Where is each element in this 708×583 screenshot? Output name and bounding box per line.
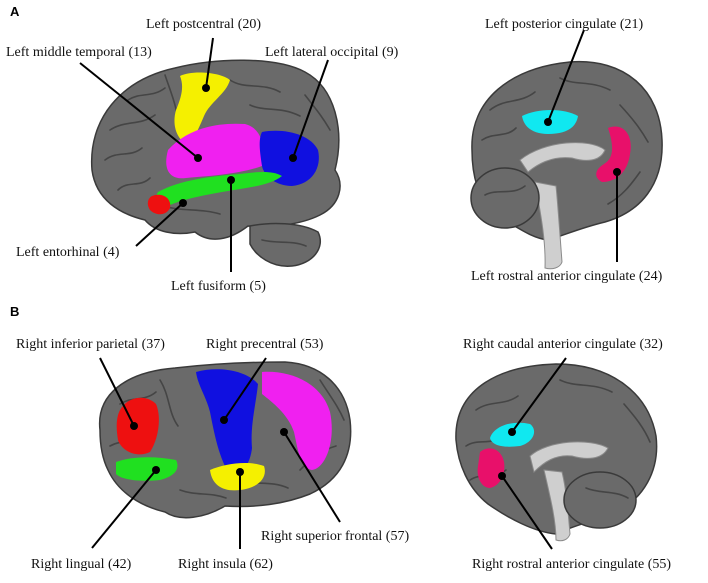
label-right-caudal-anterior-cingulate: Right caudal anterior cingulate (32) — [463, 337, 663, 352]
leader-left-entorhinal — [135, 202, 184, 247]
marker-right-caudal-anterior-cingulate — [508, 428, 516, 436]
leader-right-lingual — [91, 469, 157, 549]
marker-left-middle-temporal — [194, 154, 202, 162]
leader-left-lateral-occipital — [292, 59, 329, 159]
label-left-fusiform: Left fusiform (5) — [171, 279, 266, 294]
label-left-lateral-occipital: Left lateral occipital (9) — [265, 45, 399, 60]
region-left-middle-temporal — [166, 123, 264, 179]
label-right-superior-frontal: Right superior frontal (57) — [261, 529, 409, 544]
region-left-rostral-anterior-cingulate — [596, 126, 631, 182]
region-right-lingual — [116, 457, 178, 481]
panel-label-b: B — [10, 304, 19, 319]
marker-left-postcentral — [202, 84, 210, 92]
brain-b-medial — [455, 363, 658, 542]
marker-left-lateral-occipital — [289, 154, 297, 162]
region-right-insula — [210, 463, 265, 491]
label-left-posterior-cingulate: Left posterior cingulate (21) — [485, 17, 644, 32]
leader-right-superior-frontal — [283, 431, 341, 523]
label-right-rostral-anterior-cingulate: Right rostral anterior cingulate (55) — [472, 557, 671, 572]
marker-right-insula — [236, 468, 244, 476]
region-left-fusiform — [156, 172, 282, 206]
leader-left-middle-temporal — [79, 62, 199, 159]
brain-b-lateral — [98, 361, 352, 519]
region-right-rostral-anterior-cingulate — [477, 448, 505, 488]
region-left-entorhinal — [147, 194, 171, 215]
leader-right-caudal-anterior-cingulate — [511, 357, 567, 433]
label-left-rostral-anterior-cingulate: Left rostral anterior cingulate (24) — [471, 269, 663, 284]
label-right-insula: Right insula (62) — [178, 557, 273, 572]
marker-right-superior-frontal — [280, 428, 288, 436]
marker-right-inferior-parietal — [130, 422, 138, 430]
marker-left-fusiform — [227, 176, 235, 184]
leader-left-posterior-cingulate — [547, 29, 585, 123]
marker-left-posterior-cingulate — [544, 118, 552, 126]
marker-right-precentral — [220, 416, 228, 424]
leader-right-inferior-parietal — [99, 357, 135, 427]
leader-left-postcentral — [205, 37, 214, 89]
label-right-lingual: Right lingual (42) — [31, 557, 132, 572]
label-left-entorhinal: Left entorhinal (4) — [16, 245, 120, 260]
marker-right-rostral-anterior-cingulate — [498, 472, 506, 480]
leader-right-precentral — [223, 357, 267, 421]
marker-right-lingual — [152, 466, 160, 474]
marker-left-rostral-anterior-cingulate — [613, 168, 621, 176]
leader-right-rostral-anterior-cingulate — [501, 475, 553, 550]
panel-label-a: A — [10, 4, 20, 19]
region-right-superior-frontal — [262, 371, 332, 470]
label-left-middle-temporal: Left middle temporal (13) — [6, 45, 152, 60]
region-left-postcentral — [174, 72, 230, 144]
marker-left-entorhinal — [179, 199, 187, 207]
brain-a-lateral — [90, 59, 341, 267]
label-right-inferior-parietal: Right inferior parietal (37) — [16, 337, 165, 352]
label-left-postcentral: Left postcentral (20) — [146, 17, 261, 32]
label-right-precentral: Right precentral (53) — [206, 337, 324, 352]
brain-a-medial — [470, 60, 663, 270]
